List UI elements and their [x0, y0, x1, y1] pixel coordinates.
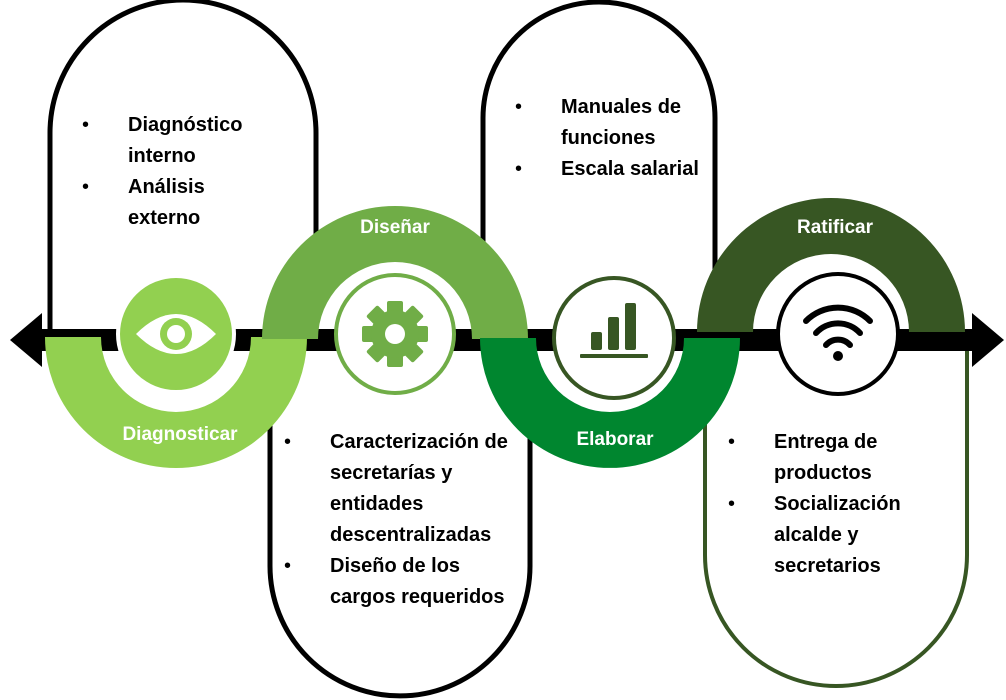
- bullet-item: Caracterización de secretarías y entidad…: [284, 427, 529, 551]
- circle-wifi: [776, 272, 900, 396]
- stage-label-ratificar: Ratificar: [796, 217, 874, 238]
- stage-label-diagnosticar: Diagnosticar: [122, 424, 238, 445]
- stage-label-elaborar: Elaborar: [576, 429, 654, 450]
- band-disenar: [262, 206, 528, 339]
- wifi-icon: [803, 304, 873, 361]
- axis-arrow-left: [10, 313, 42, 367]
- bullets-diagnosticar: Diagnóstico interno Análisis externo: [82, 110, 282, 234]
- bullet-item: Entrega de productos: [728, 427, 928, 489]
- bullet-item: Manuales de funciones: [515, 92, 715, 154]
- gear-icon: [362, 301, 428, 367]
- bullet-item: Análisis externo: [82, 172, 282, 234]
- bullet-item: Diseño de los cargos requeridos: [284, 551, 529, 613]
- bar-chart-icon: [580, 303, 648, 358]
- bullets-elaborar: Manuales de funciones Escala salarial: [515, 92, 715, 185]
- axis-arrow-right: [972, 313, 1004, 367]
- bullet-item: Socialización alcalde y secretarios: [728, 489, 928, 582]
- bullets-disenar: Caracterización de secretarías y entidad…: [284, 427, 529, 613]
- bullet-item: Escala salarial: [515, 154, 715, 185]
- band-ratificar: [697, 198, 965, 332]
- stage-label-disenar: Diseñar: [360, 217, 430, 238]
- band-elaborar: [480, 338, 740, 468]
- eye-icon: [136, 314, 216, 354]
- bullets-ratificar: Entrega de productos Socialización alcal…: [728, 427, 928, 582]
- bullet-item: Diagnóstico interno: [82, 110, 282, 172]
- band-diagnosticar: [45, 337, 307, 468]
